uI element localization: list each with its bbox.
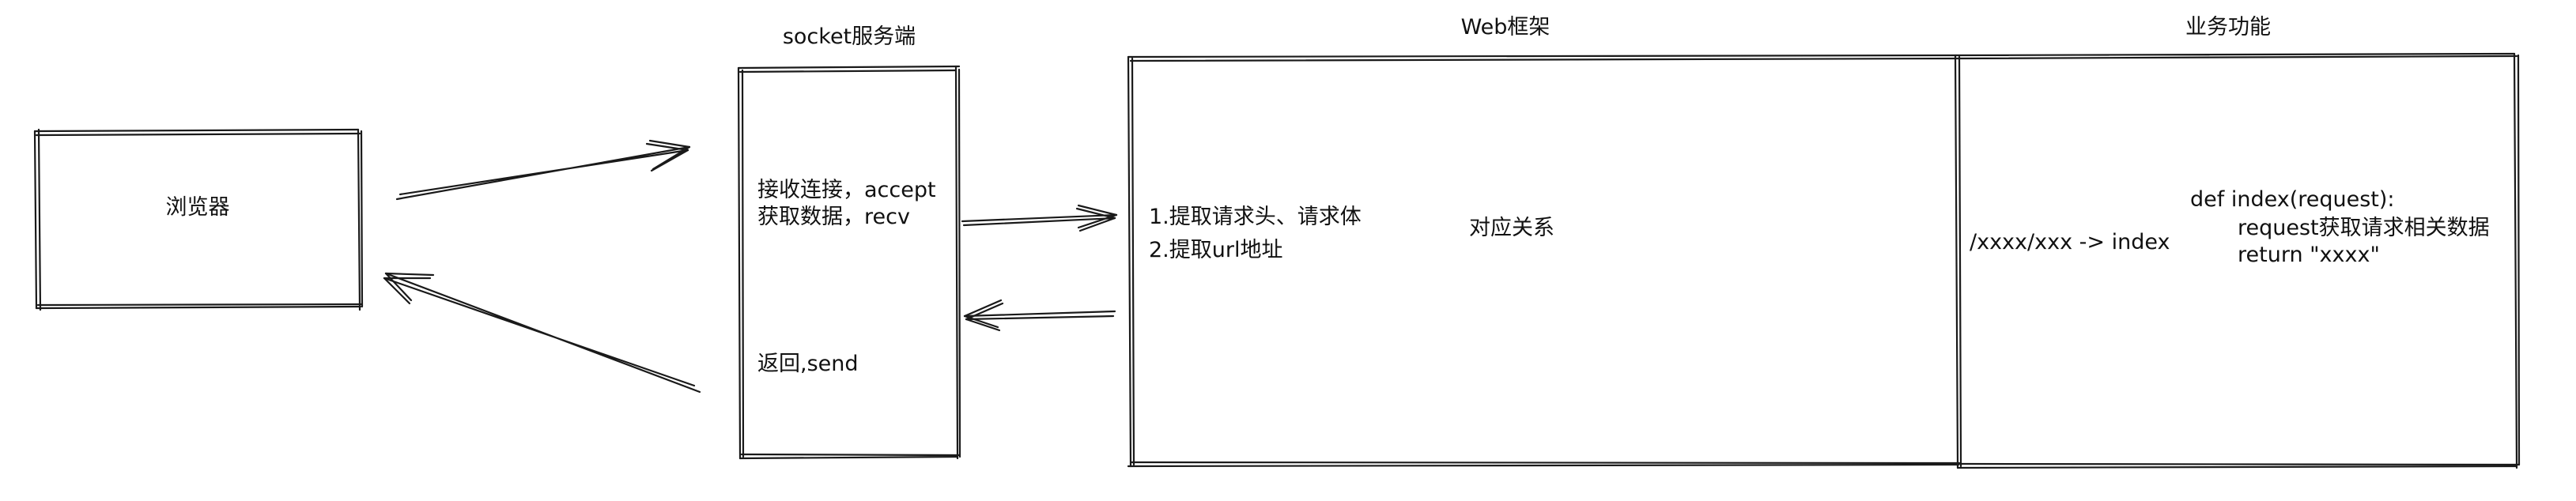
code-line-request: request获取请求相关数据 [2238,216,2490,240]
code-line-def: def index(request): [2190,187,2395,212]
socket-server-box [737,65,961,460]
framework-step1: 1.提取请求头、请求体 [1149,205,1362,229]
arrow-browser-to-socket [395,139,691,201]
arrow-socket-to-browser [383,272,701,394]
code-line-return: return "xxxx" [2238,243,2380,267]
web-framework-title: Web框架 [1460,15,1551,40]
route-mapping: /xxxx/xxx -> index [1970,230,2170,254]
browser-box [33,128,364,311]
arrow-socket-to-framework [961,204,1118,232]
framework-step2: 2.提取url地址 [1149,238,1283,262]
socket-send-line: 返回,send [757,352,859,376]
business-box [1955,52,2521,469]
socket-recv-line2: 获取数据，recv [757,205,910,229]
mapping-label: 对应关系 [1469,216,1554,240]
socket-recv-line1: 接收连接，accept [757,178,936,202]
web-framework-box [1127,54,1962,469]
browser-label: 浏览器 [165,195,230,220]
business-title: 业务功能 [2185,15,2271,40]
arrow-framework-to-socket [963,299,1116,332]
socket-server-title: socket服务端 [782,24,916,49]
